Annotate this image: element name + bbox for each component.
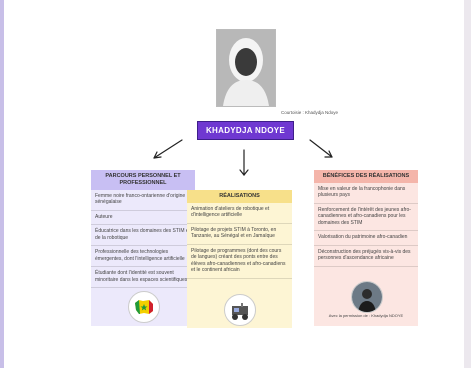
arrow-right-down — [309, 139, 333, 158]
person-photo-icon — [351, 281, 383, 313]
list-item: Pilotage de projets STIM à Toronto, en T… — [187, 224, 292, 245]
column-heading: BÉNÉFICES DES RÉALISATIONS — [314, 170, 418, 183]
senegal-map-icon — [128, 291, 160, 323]
photo-credit: Courtoisie : Khadydja Ndoye — [281, 110, 339, 115]
column-personal-professional: PARCOURS PERSONNEL ET PROFESSIONNEL Femm… — [91, 170, 195, 326]
list-item: Valorisation du patrimoine afro-canadien — [314, 231, 418, 246]
list-item: Étudiante dont l'identité est souvent mi… — [91, 267, 195, 289]
column-heading: RÉALISATIONS — [187, 190, 292, 203]
list-item: Pilotage de programmes (dont des cours d… — [187, 245, 292, 279]
robot-kit-icon — [224, 294, 256, 326]
column-heading: PARCOURS PERSONNEL ET PROFESSIONNEL — [91, 170, 195, 190]
column-benefits: BÉNÉFICES DES RÉALISATIONS Mise en valeu… — [314, 170, 418, 326]
arrow-down-head — [239, 169, 249, 176]
infographic-page: Courtoisie : Khadydja Ndoye KHADYDJA NDO… — [4, 0, 464, 368]
arrow-right-down-head — [324, 150, 333, 158]
list-item: Animation d'ateliers de robotique et d'i… — [187, 203, 292, 224]
list-item: Auteure — [91, 211, 195, 226]
arrow-left-down — [153, 139, 183, 159]
left-accent-bar — [0, 0, 4, 368]
list-item: Éducatrice dans les domaines des STIM et… — [91, 225, 195, 247]
list-item: Renforcement de l'intérêt des jeunes afr… — [314, 204, 418, 232]
list-item: Professionnelle des technologies émergen… — [91, 246, 195, 268]
arrow-left-down-head — [153, 151, 162, 159]
photo-permission: Avec la permission de : Khadydja NDOYE — [328, 313, 404, 318]
list-item: Déconstruction des préjugés vis-à-vis de… — [314, 246, 418, 267]
list-item: Femme noire franco-ontarienne d'origine … — [91, 190, 195, 211]
list-item: Mise en valeur de la francophonie dans p… — [314, 183, 418, 204]
portrait-photo — [216, 29, 276, 107]
person-name: KHADYDJA NDOYE — [197, 121, 294, 140]
column-achievements: RÉALISATIONS Animation d'ateliers de rob… — [187, 190, 292, 328]
